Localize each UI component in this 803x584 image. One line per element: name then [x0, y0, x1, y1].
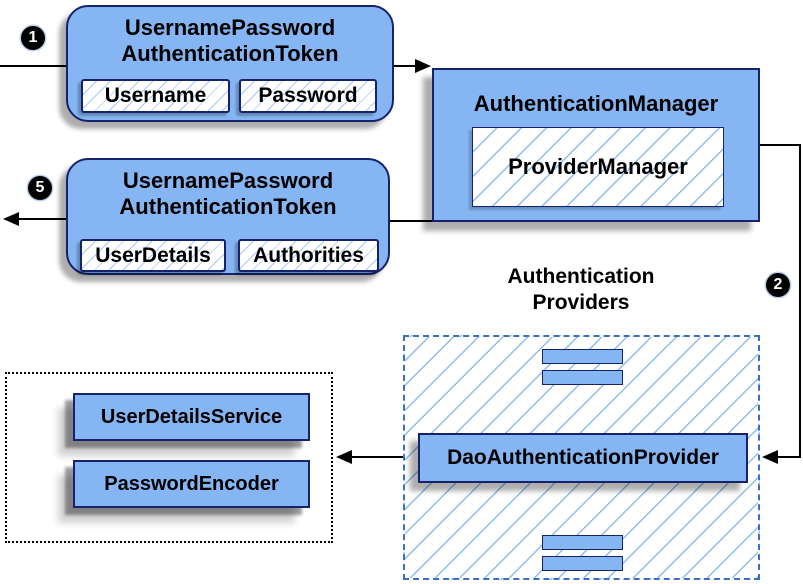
token-result-title-line1: UsernamePassword [122, 168, 334, 193]
token-request-title-line2: AuthenticationToken [121, 41, 339, 66]
token-request-title: UsernamePassword AuthenticationToken [68, 7, 392, 67]
step-badge-1: 1 [21, 26, 45, 50]
node-password-encoder: PasswordEncoder [73, 460, 310, 508]
provider-stack-bar-bottom-2 [542, 556, 623, 571]
authentication-providers-label: Authentication Providers [446, 264, 716, 316]
field-username: Username [81, 79, 230, 113]
token-request-title-line1: UsernamePassword [124, 15, 336, 40]
node-user-details-service: UserDetailsService [73, 393, 310, 441]
node-provider-manager: ProviderManager [472, 127, 724, 207]
provider-stack-bar-top-2 [542, 370, 623, 385]
token-result-title: UsernamePassword AuthenticationToken [68, 160, 388, 220]
step-badge-2: 2 [766, 273, 790, 297]
node-authentication-manager: AuthenticationManager ProviderManager [432, 68, 760, 222]
provider-stack-bar-bottom-1 [542, 535, 623, 550]
field-password: Password [239, 79, 377, 113]
arrow-step5-outgoing [3, 212, 66, 226]
authentication-manager-title: AuthenticationManager [473, 91, 719, 116]
node-dao-authentication-provider: DaoAuthenticationProvider [418, 433, 748, 483]
node-username-password-token-request: UsernamePassword AuthenticationToken Use… [66, 5, 394, 122]
arrow-token-to-authmanager [394, 59, 431, 73]
token-result-title-line2: AuthenticationToken [119, 194, 337, 219]
authentication-providers-label-line1: Authentication [507, 265, 655, 288]
field-user-details: UserDetails [80, 239, 226, 272]
node-username-password-token-result: UsernamePassword AuthenticationToken Use… [66, 158, 390, 275]
arrow-authmanager-to-dao-provider [760, 144, 801, 464]
provider-stack-bar-top-1 [542, 349, 623, 364]
authentication-providers-label-line2: Providers [532, 291, 630, 314]
step-badge-5: 5 [28, 176, 52, 200]
field-authorities: Authorities [238, 239, 379, 272]
